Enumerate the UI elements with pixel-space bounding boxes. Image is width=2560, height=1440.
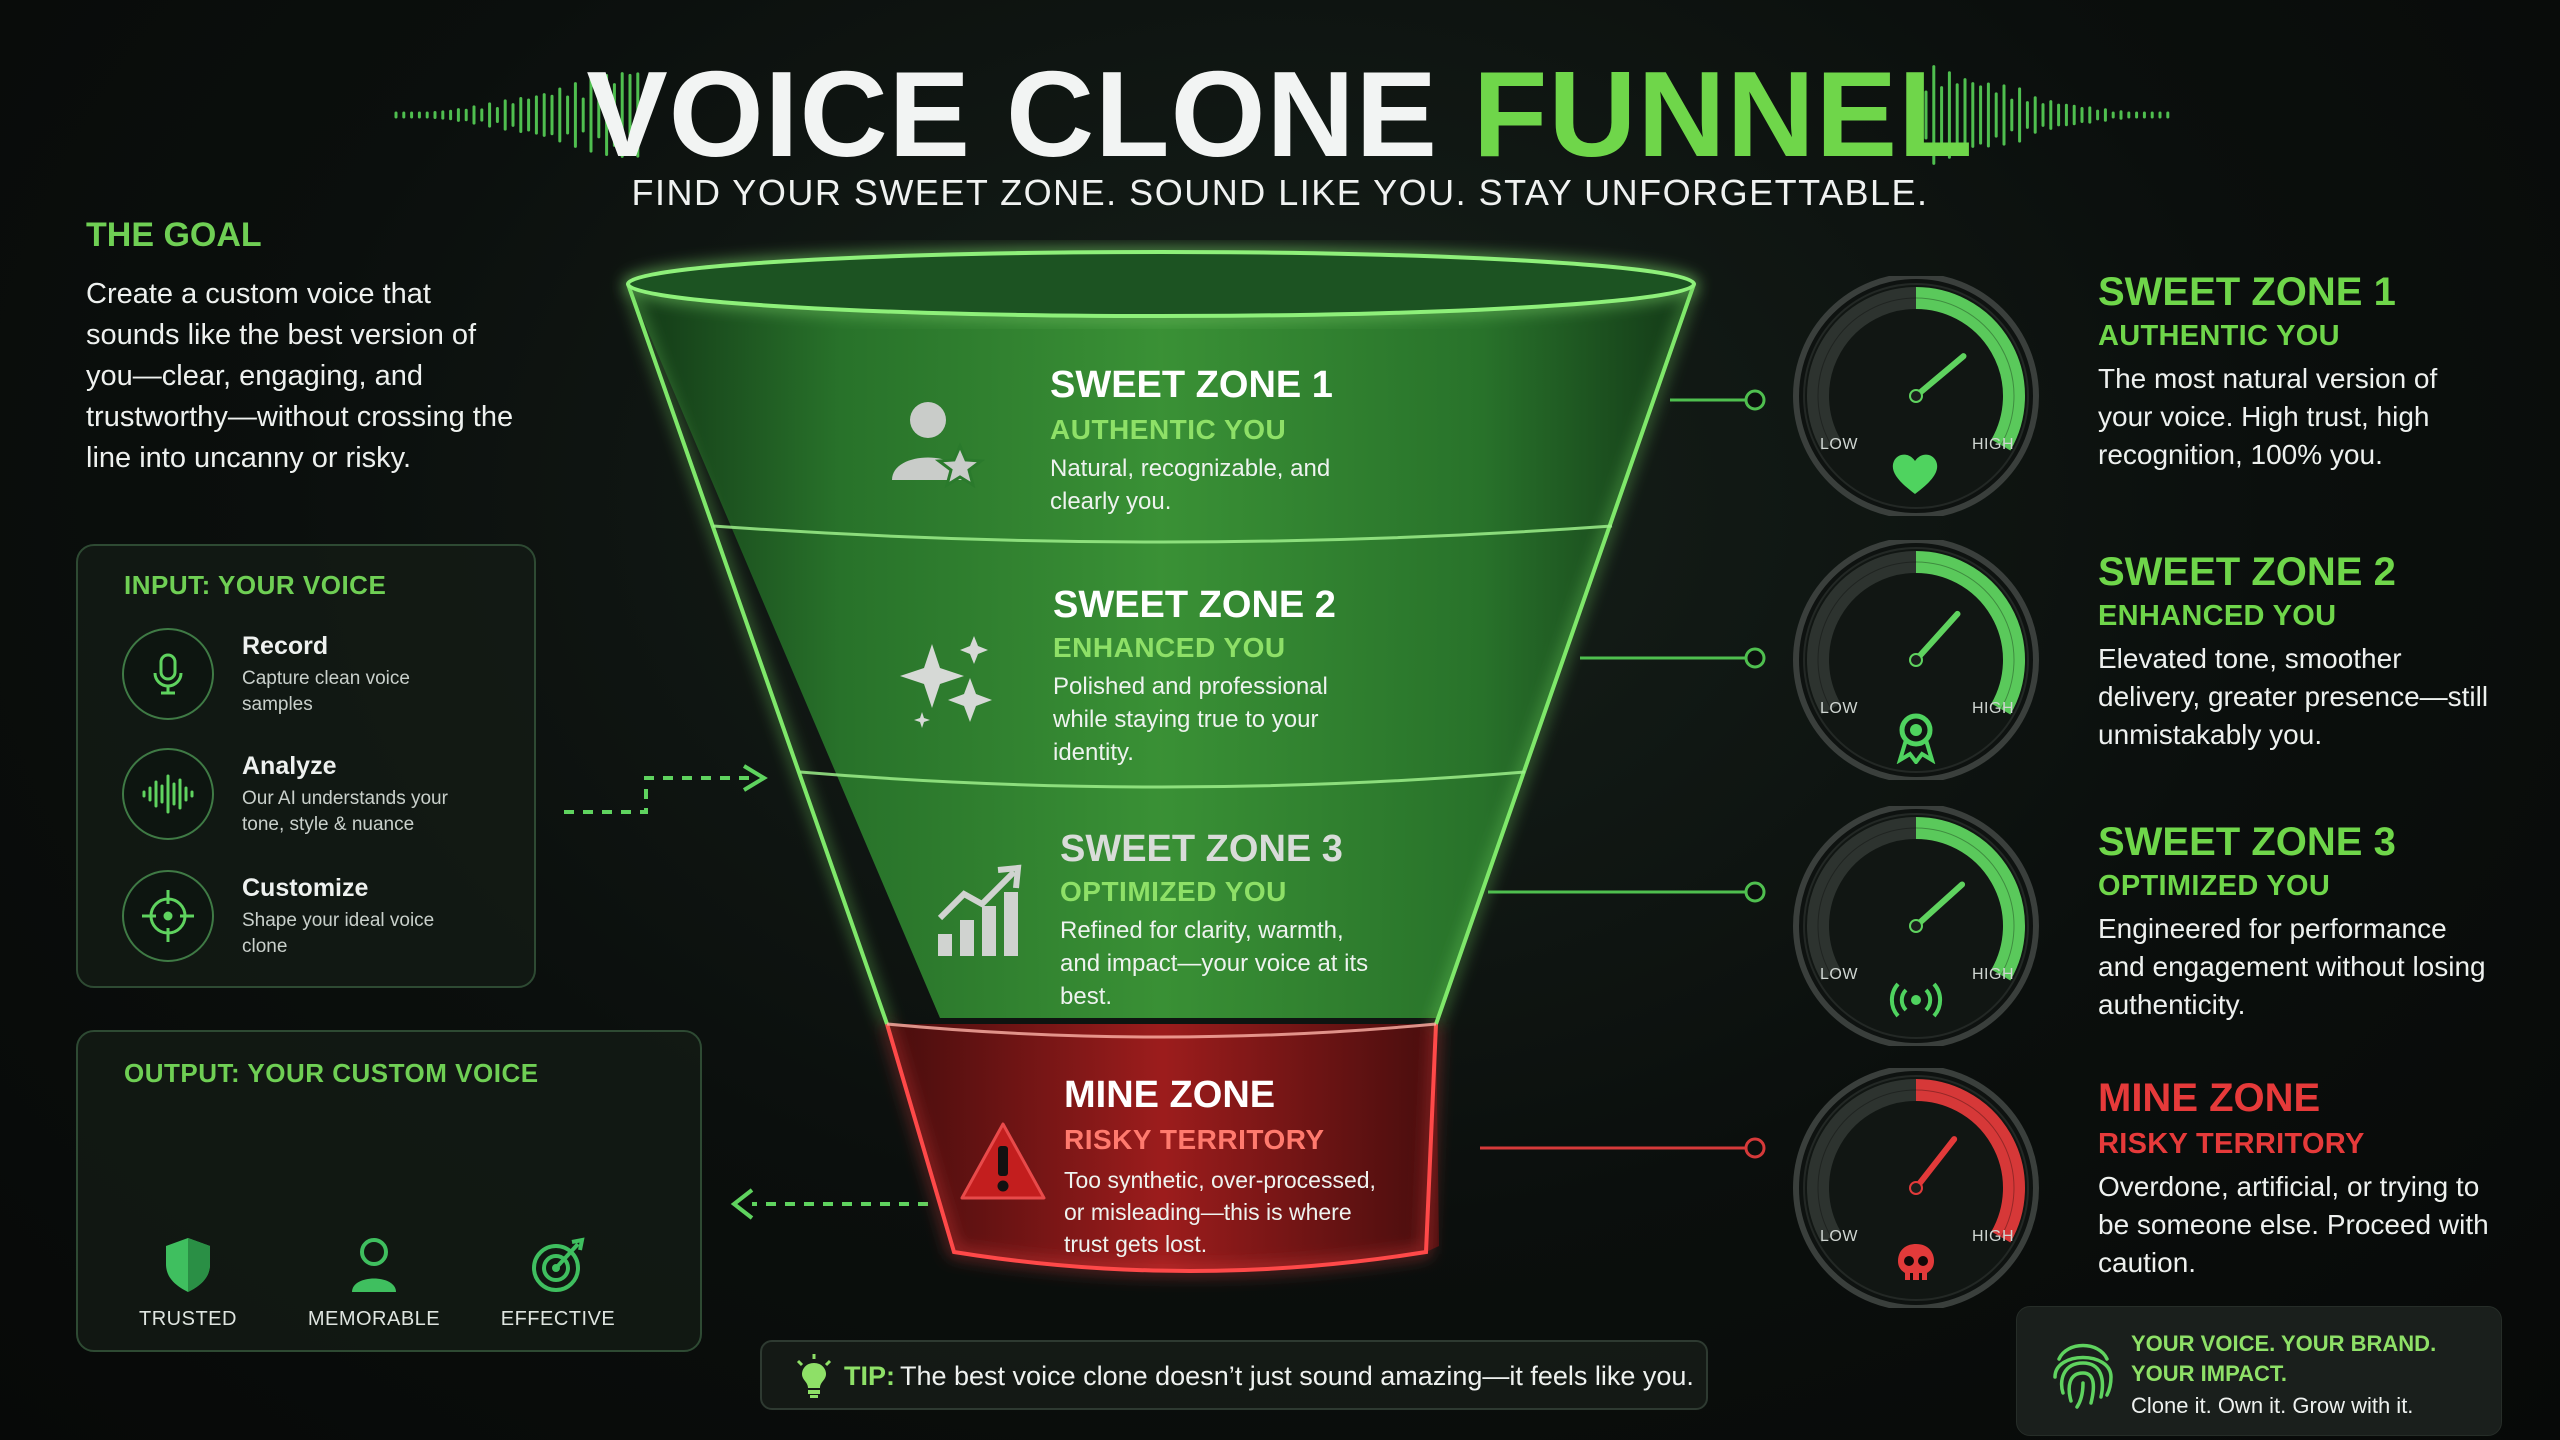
fingerprint-icon (2053, 1343, 2113, 1409)
person-icon (352, 1238, 396, 1292)
right-zone3-title: SWEET ZONE 3 (2098, 820, 2396, 864)
input-heading: INPUT: YOUR VOICE (124, 570, 387, 600)
brand-line1: YOUR VOICE. YOUR BRAND. (2131, 1331, 2437, 1356)
brand-box: YOUR VOICE. YOUR BRAND. YOUR IMPACT. Clo… (2016, 1306, 2502, 1436)
funnel-zone1-desc: Natural, recognizable, and clearly you. (1050, 455, 1331, 515)
sound-wave-left-icon (394, 72, 640, 158)
gauge-high-label: HIGH (1972, 436, 2014, 453)
broadcast-icon (1889, 982, 1943, 1018)
badge-memorable: MEMORABLE (284, 1232, 464, 1330)
funnel-zone2-subtitle: ENHANCED YOU (1053, 632, 1286, 663)
output-heading: OUTPUT: YOUR CUSTOM VOICE (124, 1058, 539, 1088)
user-star-icon (892, 402, 986, 489)
gauge-4 (1793, 1068, 2039, 1308)
output-waveform-icon (126, 1121, 651, 1225)
right-zone1-title: SWEET ZONE 1 (2098, 270, 2396, 314)
page-subtitle: FIND YOUR SWEET ZONE. SOUND LIKE YOU. ST… (631, 172, 1929, 213)
funnel-mine-subtitle: RISKY TERRITORY (1064, 1124, 1325, 1155)
step-title: Record (242, 632, 329, 660)
badge-label: TRUSTED (139, 1308, 237, 1330)
funnel-zone3-subtitle: OPTIMIZED YOU (1060, 876, 1287, 907)
step-title: Analyze (242, 752, 337, 780)
target-icon (532, 1237, 585, 1292)
right-zone2-title: SWEET ZONE 2 (2098, 550, 2396, 594)
step-title: Customize (242, 874, 369, 902)
crosshair-icon (122, 870, 214, 962)
right-zone2-subtitle: ENHANCED YOU (2098, 600, 2337, 632)
goal-text: Create a custom voice that sounds like t… (86, 278, 514, 474)
badge-label: EFFECTIVE (500, 1308, 616, 1330)
badge-label: MEMORABLE (307, 1308, 441, 1330)
right-mine-title: MINE ZONE (2098, 1076, 2321, 1120)
tip-label: TIP: (844, 1361, 895, 1391)
funnel-zone3-desc: Refined for clarity, warmth, and impact—… (1060, 917, 1369, 1010)
output-panel: OUTPUT: YOUR CUSTOM VOICE TRUSTED MEMORA… (76, 1030, 702, 1352)
microphone-icon (122, 628, 214, 720)
right-zone3-desc: Engineered for performance and engagemen… (2098, 913, 2486, 1020)
gauge-high-label: HIGH (1972, 700, 2014, 717)
step-desc: Capture clean voice samples (242, 668, 410, 715)
funnel-zone3-title: SWEET ZONE 3 (1060, 828, 1343, 870)
funnel-mine-title: MINE ZONE (1064, 1074, 1276, 1116)
right-mine-subtitle: RISKY TERRITORY (2098, 1128, 2365, 1160)
funnel-zone1-subtitle: AUTHENTIC YOU (1050, 414, 1287, 445)
input-panel: INPUT: YOUR VOICE Record Capture clean v… (76, 544, 536, 988)
goal-heading: THE GOAL (86, 216, 262, 254)
funnel-zone2-desc: Polished and professional while staying … (1053, 673, 1328, 766)
shield-icon (166, 1238, 210, 1292)
lightbulb-icon (796, 1354, 832, 1398)
award-icon (1896, 713, 1936, 764)
gauge-3 (1793, 806, 2039, 1046)
funnel-zone2-title: SWEET ZONE 2 (1053, 584, 1336, 626)
funnel-graphic (626, 250, 1696, 1273)
gauge-2 (1793, 540, 2039, 780)
warning-icon (960, 1122, 1046, 1200)
waveform-icon (122, 748, 214, 840)
right-mine-desc: Overdone, artificial, or trying to be so… (2098, 1171, 2489, 1278)
funnel-mine-desc: Too synthetic, over-processed, or mislea… (1064, 1167, 1376, 1257)
gauge-low-label: LOW (1820, 700, 1858, 717)
title-green-part: FUNNEL (1472, 46, 1974, 182)
input-arrow-icon (564, 764, 768, 814)
skull-icon (1898, 1244, 1934, 1280)
heart-icon (1892, 454, 1938, 494)
growth-chart-icon (937, 864, 1022, 956)
gauge-low-label: LOW (1820, 966, 1858, 983)
sparkle-icon (900, 636, 992, 728)
right-zone1-desc: The most natural version of your voice. … (2098, 363, 2438, 470)
badge-effective: EFFECTIVE (468, 1232, 648, 1330)
right-zone1-subtitle: AUTHENTIC YOU (2098, 320, 2340, 352)
brand-line2: YOUR IMPACT. (2131, 1361, 2288, 1386)
tip-text: The best voice clone doesn’t just sound … (900, 1361, 1694, 1391)
right-zone3-subtitle: OPTIMIZED YOU (2098, 870, 2331, 902)
funnel-zone1-title: SWEET ZONE 1 (1050, 364, 1333, 406)
gauge-low-label: LOW (1820, 436, 1858, 453)
brand-line3: Clone it. Own it. Grow with it. (2131, 1393, 2414, 1418)
gauge-high-label: HIGH (1972, 1228, 2014, 1245)
output-arrow-icon (730, 1188, 928, 1220)
step-desc: Shape your ideal voice clone (242, 910, 435, 957)
sound-wave-right-icon (1924, 65, 2170, 165)
step-desc: Our AI understands your tone, style & nu… (242, 788, 448, 835)
gauge-1 (1793, 276, 2039, 516)
gauge-low-label: LOW (1820, 1228, 1858, 1245)
page-title: VOICE CLONE FUNNEL (0, 44, 2560, 184)
right-zone2-desc: Elevated tone, smoother delivery, greate… (2098, 643, 2489, 750)
title-white-part: VOICE CLONE (586, 46, 1438, 182)
connector-lines (1480, 389, 1766, 1159)
gauge-high-label: HIGH (1972, 966, 2014, 983)
tip-box: TIP: The best voice clone doesn’t just s… (760, 1340, 1708, 1410)
badge-trusted: TRUSTED (98, 1232, 278, 1330)
